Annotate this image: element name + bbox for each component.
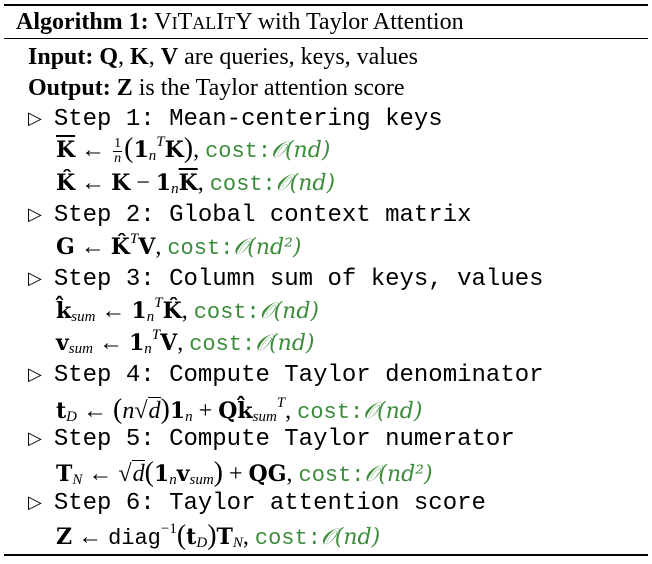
cost-label: cost: xyxy=(205,139,272,164)
output-text: is the Taylor attention score xyxy=(138,75,405,101)
step-2-label: Step 2: Global context matrix xyxy=(53,202,472,229)
cost-label: cost: xyxy=(209,172,276,197)
equation-ksum: k̂sum ← 1nTK̂, cost:𝒪(nd) xyxy=(56,295,320,325)
triangle-icon: ▷ xyxy=(28,428,42,449)
top-rule xyxy=(4,4,648,6)
triangle-icon: ▷ xyxy=(28,204,42,225)
step-6-label: Step 6: Taylor attention score xyxy=(53,490,486,517)
equation-vsum: vsum ← 1nTV, cost:𝒪(nd) xyxy=(56,327,315,357)
equation-g: G ← K̂TV, cost:𝒪(nd²) xyxy=(56,231,302,261)
triangle-icon: ▷ xyxy=(28,492,42,513)
step-4-label: Step 4: Compute Taylor denominator xyxy=(53,362,544,389)
equation-z: Z ← diag−1(tD)TN, cost:𝒪(nd) xyxy=(56,520,381,551)
cost-label: cost: xyxy=(298,463,365,488)
bottom-rule xyxy=(4,554,648,556)
equation-td: tD ← (n√d)1n + Qk̂sumT, cost:𝒪(nd) xyxy=(56,394,423,425)
algorithm-label: Algorithm 1: xyxy=(16,9,149,35)
step-3-label: Step 3: Column sum of keys, values xyxy=(53,266,544,293)
equation-khat: K̂ ← K − 1nK, cost:𝒪(nd) xyxy=(56,170,336,197)
triangle-icon: ▷ xyxy=(28,268,42,289)
diag-label: diag xyxy=(108,526,161,551)
input-keyword: Input: xyxy=(28,44,94,70)
step-1-label: Step 1: Mean-centering keys xyxy=(53,106,443,133)
algorithm-box: Algorithm 1: VITALITY with Taylor Attent… xyxy=(4,4,648,39)
step-5-label: Step 5: Compute Taylor numerator xyxy=(53,426,515,453)
equation-tn: TN ← √d(1nvsum) + QG, cost:𝒪(nd²) xyxy=(56,457,433,488)
algorithm-body: Input: Q, K, V are queries, keys, values… xyxy=(4,40,648,552)
cost-label: cost: xyxy=(297,400,364,425)
input-text: are queries, keys, values xyxy=(184,44,418,70)
output-line: Output: Z is the Taylor attention score xyxy=(28,75,405,101)
step-4-comment: ▷ Step 4: Compute Taylor denominator xyxy=(28,362,544,389)
input-line: Input: Q, K, V are queries, keys, values xyxy=(28,44,418,70)
cost-label: cost: xyxy=(189,332,256,357)
cost-label: cost: xyxy=(254,526,321,551)
output-keyword: Output: xyxy=(28,75,111,101)
step-1-comment: ▷ Step 1: Mean-centering keys xyxy=(28,106,443,133)
algorithm-suffix: with Taylor Attention xyxy=(257,9,464,35)
step-6-comment: ▷ Step 6: Taylor attention score xyxy=(28,490,486,517)
step-5-comment: ▷ Step 5: Compute Taylor numerator xyxy=(28,426,515,453)
header-rule xyxy=(4,38,648,39)
cost-label: cost: xyxy=(167,236,234,261)
triangle-icon: ▷ xyxy=(28,364,42,385)
step-3-comment: ▷ Step 3: Column sum of keys, values xyxy=(28,266,544,293)
cost-label: cost: xyxy=(193,300,260,325)
algorithm-header: Algorithm 1: VITALITY with Taylor Attent… xyxy=(4,6,648,38)
algorithm-name: VITALITY xyxy=(154,9,252,35)
triangle-icon: ▷ xyxy=(28,108,42,129)
step-2-comment: ▷ Step 2: Global context matrix xyxy=(28,202,472,229)
